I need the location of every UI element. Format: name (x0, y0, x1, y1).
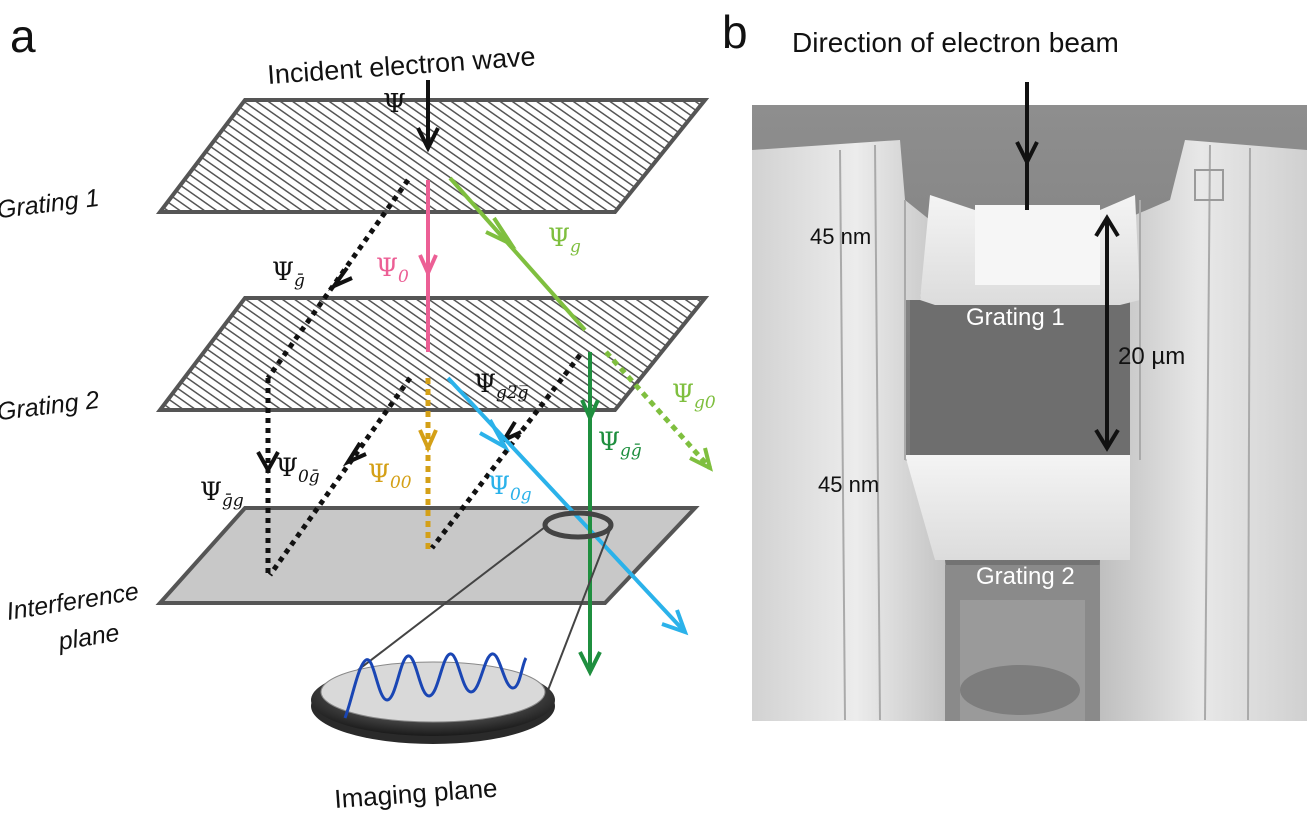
panel-b: b Direction of electron beam (722, 6, 1307, 721)
incident-wave-title: Incident electron wave (266, 41, 536, 90)
beam-psi-g (448, 176, 587, 332)
grating-2-plate (155, 296, 710, 412)
label-psi-0: Ψ0 (376, 253, 409, 287)
label-psi-g0: Ψg0 (672, 379, 716, 413)
arrow-psi-0-gbar (342, 441, 367, 467)
top-thickness-label: 45 nm (810, 224, 871, 249)
sem-grating-1-label: Grating 1 (966, 304, 1065, 331)
psi-incident: Ψ (383, 89, 406, 119)
panel-b-label: b (722, 6, 748, 58)
gap-label: 20 µm (1118, 343, 1185, 370)
label-psi-0-gbar: Ψ0ḡ (276, 453, 320, 487)
bottom-thickness-label: 45 nm (818, 472, 879, 497)
interference-plane (155, 506, 700, 605)
grating-2-label: Grating 2 (0, 386, 101, 426)
imaging-plane-disc (311, 652, 555, 744)
panel-a: a Incident electron wave Grating 1 Grati… (0, 10, 716, 813)
panel-a-label: a (10, 10, 36, 62)
imaging-plane-label: Imaging plane (333, 773, 498, 813)
projection-line-left (344, 526, 546, 681)
label-psi-gbar: Ψḡ (272, 257, 305, 291)
beam-psi-g-2gbar (430, 353, 582, 550)
arrow-psi-g0 (689, 447, 713, 472)
label-psi-g-gbar: Ψgḡ (598, 427, 642, 461)
gap-dimension-arrow (1094, 214, 1120, 452)
arrow-psi-gbar (328, 266, 353, 291)
beam-incident (416, 80, 440, 153)
projection-line-right (544, 526, 612, 699)
beam-psi-g0 (604, 350, 712, 470)
label-psi-g: Ψg (548, 223, 581, 257)
interference-fringe-wave (343, 652, 528, 719)
sem-image (752, 105, 1307, 721)
grating-1-plate (155, 98, 710, 214)
interference-label-line2: plane (56, 619, 122, 656)
beam-psi-0-gbar (267, 376, 413, 577)
beam-psi-0g (446, 376, 689, 636)
magnifier-ring (542, 510, 614, 540)
label-psi-00: Ψ00 (368, 459, 412, 493)
label-psi-0g: Ψ0g (488, 471, 532, 505)
beam-direction-arrow (1015, 82, 1039, 210)
electron-beam-title: Direction of electron beam (792, 27, 1119, 58)
grating-1-label: Grating 1 (0, 184, 101, 224)
label-psi-g-2gbar: Ψg2̅g̅ (474, 369, 529, 403)
beam-psi-0 (418, 180, 438, 352)
sem-grating-2-label: Grating 2 (976, 563, 1075, 590)
label-psi-gbar-g: Ψḡg (200, 477, 244, 511)
arrow-psi-gbar-g (256, 451, 280, 475)
interference-label-line1: Interference (5, 577, 141, 626)
arrow-psi-00 (418, 429, 438, 453)
